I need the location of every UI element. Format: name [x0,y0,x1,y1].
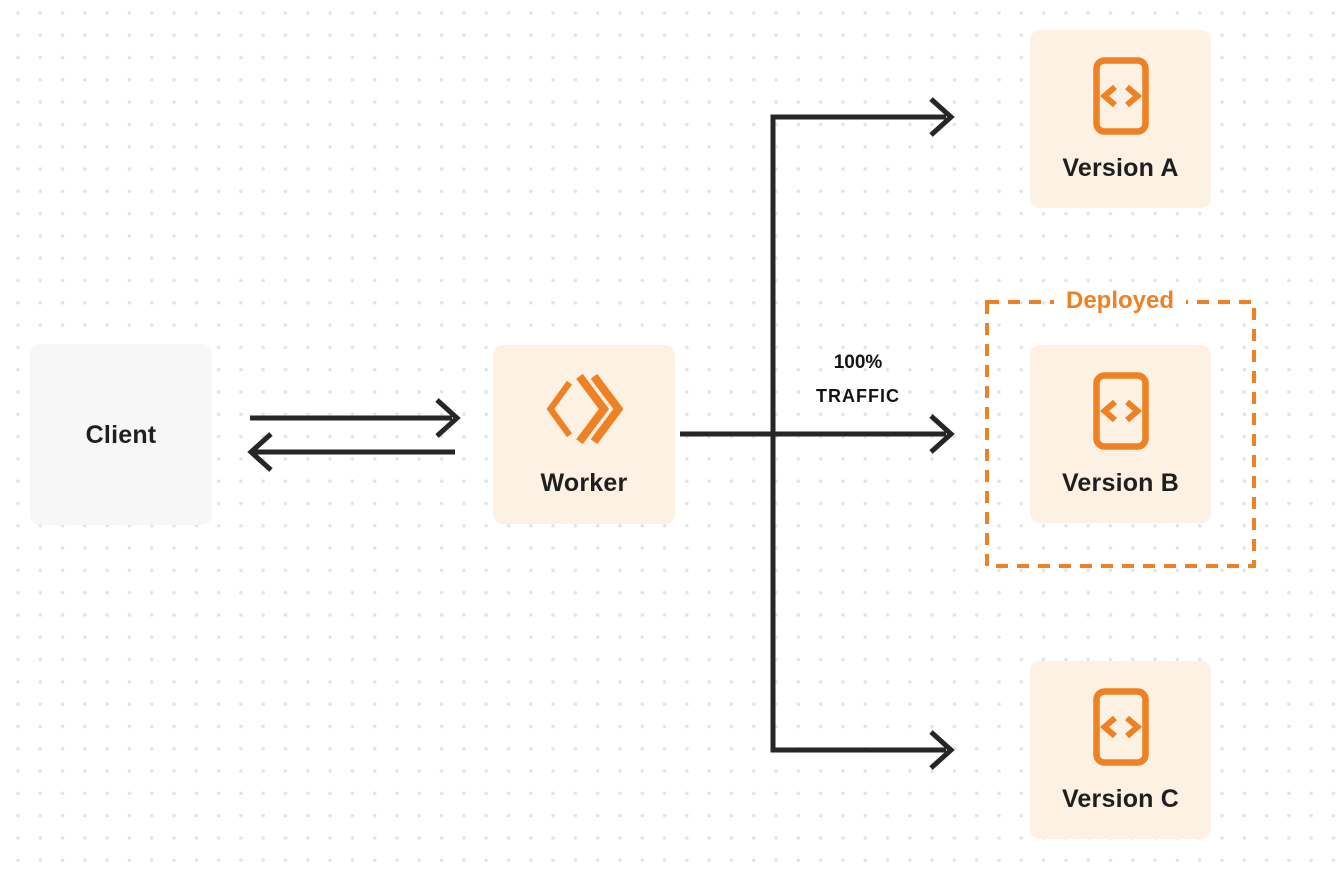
node-version-b: Version B [1030,345,1211,523]
arrowhead-to-version-c [929,730,955,770]
version-c-label: Version C [1061,784,1180,813]
version-a-label: Version A [1062,153,1179,182]
client-label: Client [85,420,157,449]
arrowhead-to-version-b [929,414,955,454]
arrowhead-to-version-a [929,97,955,137]
code-file-icon [1092,687,1149,766]
arrowhead-worker-to-client [247,432,273,472]
code-file-icon [1092,56,1149,135]
version-b-label: Version B [1061,468,1180,497]
deployed-label: Deployed [1053,287,1187,315]
code-file-icon [1092,371,1149,450]
node-version-c: Version C [1030,661,1211,839]
traffic-word: TRAFFIC [816,386,900,406]
traffic-label: 100% TRAFFIC [816,350,900,409]
node-worker: Worker [493,345,675,524]
arrowhead-client-to-worker [435,398,461,438]
worker-label: Worker [540,468,628,497]
node-version-a: Version A [1030,30,1211,208]
workers-logo-icon [545,373,623,445]
traffic-percent: 100% [833,352,883,373]
node-client: Client [30,344,212,525]
